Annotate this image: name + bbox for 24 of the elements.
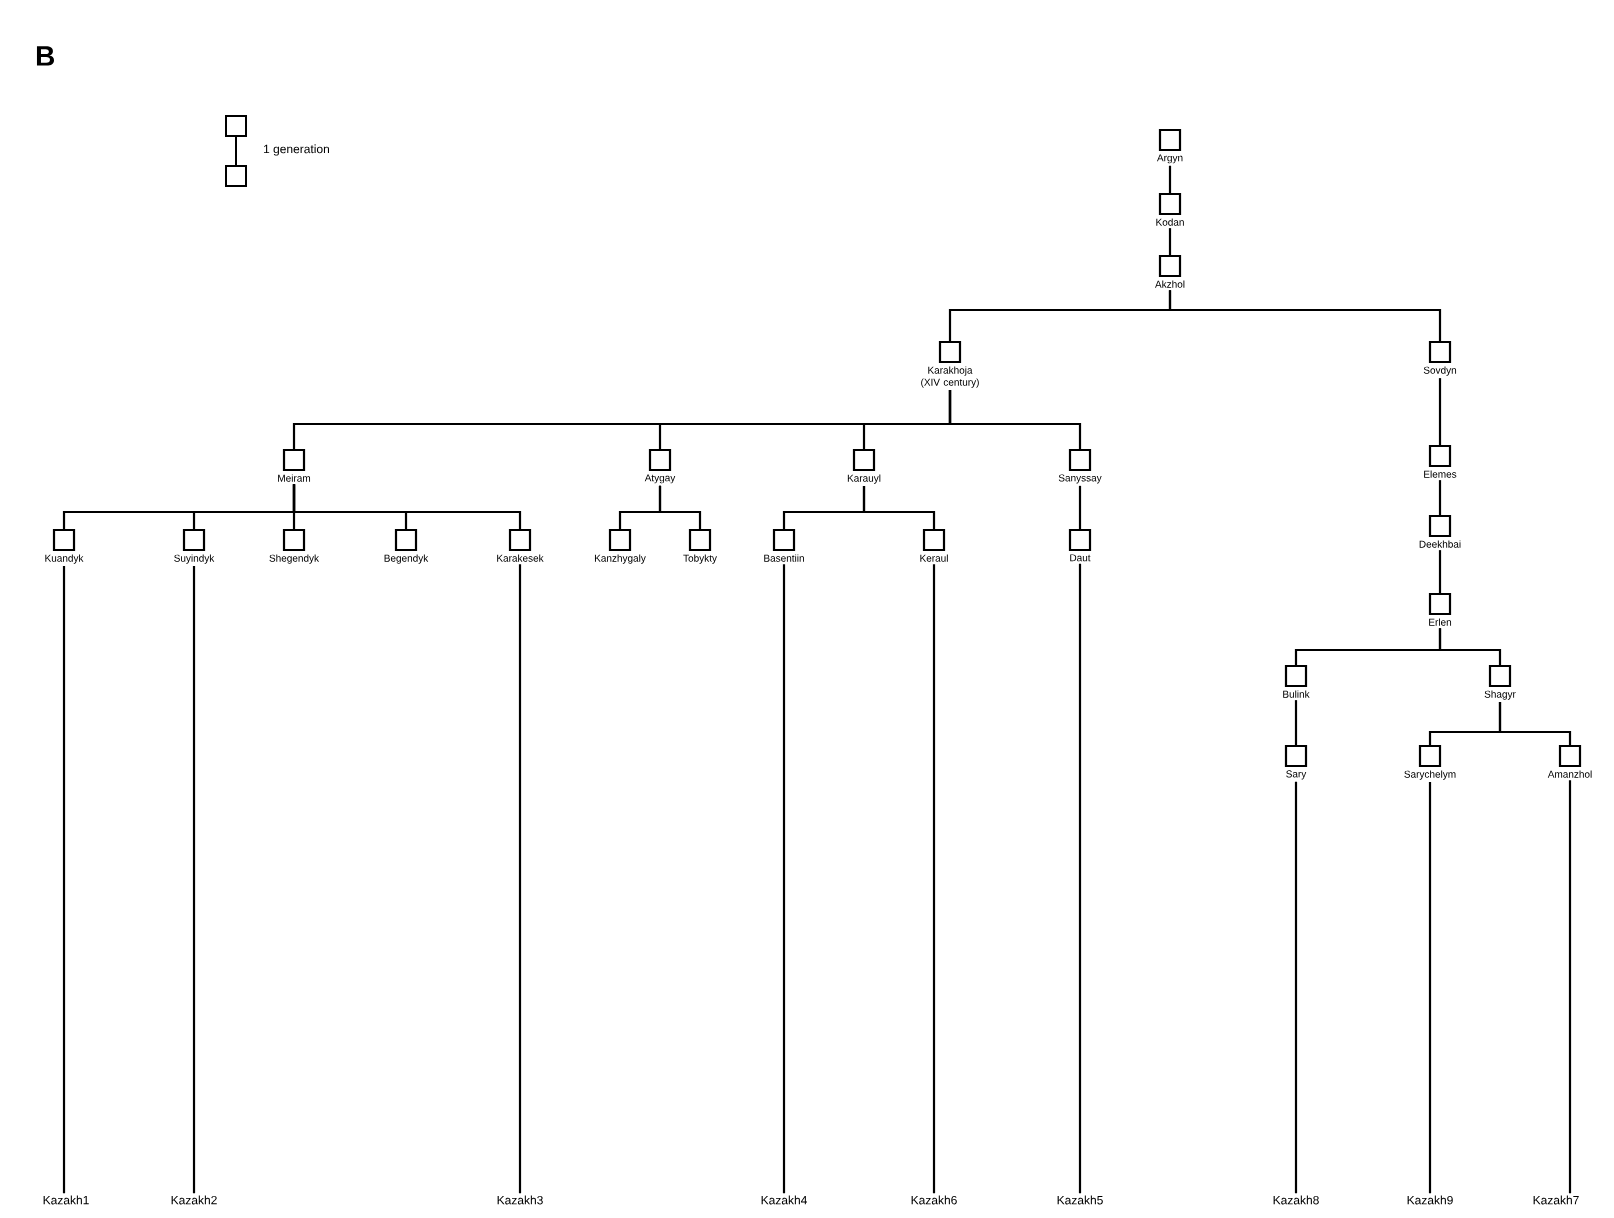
tree-connector [1168, 290, 1442, 342]
lineage-line [1428, 782, 1432, 1194]
tree-connector [1438, 480, 1442, 516]
lineage-line [1078, 563, 1082, 1194]
tree-connector [1438, 628, 1502, 666]
lineage-line [518, 564, 522, 1194]
lineage-line [932, 564, 936, 1194]
tree-connector [1168, 228, 1172, 256]
lineage-line [62, 566, 66, 1194]
tree-connector [1438, 550, 1442, 594]
tree-connector [1438, 378, 1442, 446]
lineage-line [1294, 781, 1298, 1194]
lineage-line [782, 564, 786, 1194]
tree-connector [292, 484, 522, 530]
tree-connector [862, 486, 936, 530]
panel-letter: B [36, 46, 54, 66]
tree-connector [1168, 165, 1172, 194]
lineage-line [192, 566, 196, 1194]
tree-connector [1078, 485, 1082, 530]
lineage-line [1568, 780, 1572, 1194]
tree-connector [658, 485, 702, 530]
tree-connector [1498, 702, 1572, 746]
tree-connector [1294, 700, 1298, 746]
tree-connector [948, 390, 1082, 450]
